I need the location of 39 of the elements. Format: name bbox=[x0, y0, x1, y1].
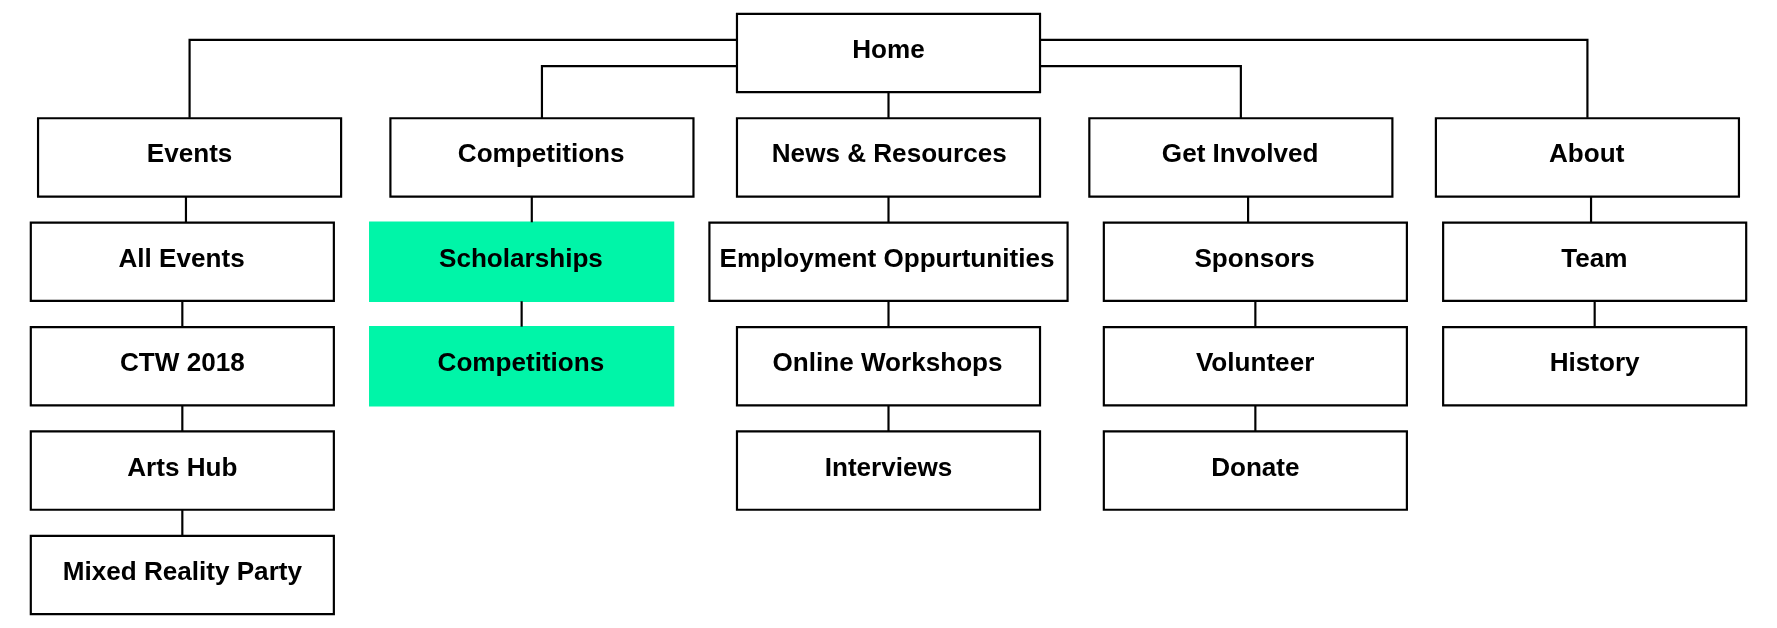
connector bbox=[1589, 196, 1593, 223]
connector bbox=[181, 301, 184, 327]
node-box: Mixed Reality Party bbox=[29, 534, 335, 616]
node-box: About bbox=[1434, 117, 1741, 198]
connector bbox=[1040, 64, 1242, 119]
connector bbox=[887, 196, 890, 223]
connector bbox=[540, 64, 737, 119]
connector bbox=[181, 405, 184, 432]
connector bbox=[184, 196, 188, 223]
connector bbox=[1254, 405, 1257, 432]
connector bbox=[188, 38, 737, 118]
connector bbox=[1247, 196, 1250, 223]
node-box: Competitions bbox=[369, 325, 675, 407]
node-box: Home bbox=[735, 12, 1042, 94]
node-box: News & Resources bbox=[735, 117, 1042, 198]
connector bbox=[1040, 38, 1589, 118]
connector bbox=[887, 405, 890, 432]
connector bbox=[887, 92, 890, 118]
node-box: All Events bbox=[29, 221, 335, 303]
node-box: Scholarships bbox=[369, 221, 675, 303]
node-box: Competitions bbox=[389, 117, 695, 198]
connector bbox=[1254, 301, 1257, 327]
connector bbox=[1593, 301, 1596, 327]
connector bbox=[530, 196, 533, 223]
node-box: Arts Hub bbox=[29, 430, 335, 511]
connector bbox=[887, 301, 890, 327]
node-box: Employment Oppurtunities bbox=[708, 221, 1069, 303]
node-box: Events bbox=[36, 117, 343, 198]
connector bbox=[181, 510, 184, 536]
connector bbox=[520, 301, 523, 327]
node-box: Donate bbox=[1102, 430, 1408, 511]
node-box: CTW 2018 bbox=[29, 325, 335, 407]
node-box: Online Workshops bbox=[735, 325, 1042, 407]
node-box: History bbox=[1442, 325, 1748, 407]
node-box: Get Involved bbox=[1088, 117, 1394, 198]
node-box: Team bbox=[1442, 221, 1748, 303]
node-box: Sponsors bbox=[1102, 221, 1408, 303]
node-box: Interviews bbox=[735, 430, 1042, 511]
node-box: Volunteer bbox=[1102, 325, 1408, 407]
